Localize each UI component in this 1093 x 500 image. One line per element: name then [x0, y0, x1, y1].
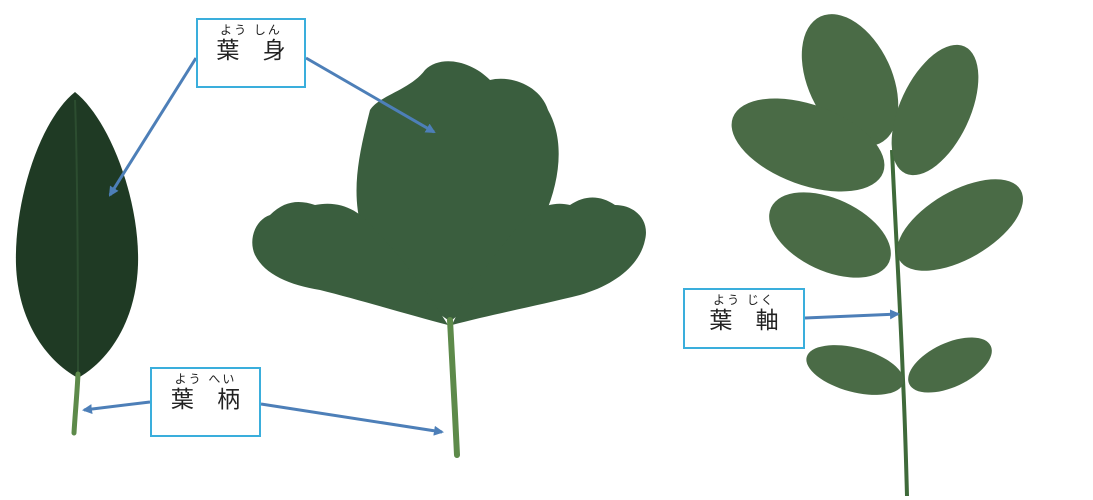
blade-reading: よう しん [198, 24, 304, 37]
arrow-petiole-left [84, 402, 150, 410]
rachis-term: 葉 軸 [685, 307, 803, 335]
arrow-petiole-right [261, 404, 442, 432]
blade-term: 葉 身 [198, 37, 304, 65]
compound-leaflet [900, 326, 1000, 404]
compound-leaflet [756, 175, 904, 295]
compound-leaflet [882, 161, 1037, 290]
petiole-term: 葉 柄 [152, 386, 259, 414]
compound-rachis [892, 150, 907, 496]
elliptic-leaf [16, 92, 138, 433]
pinnate-compound-leaf [719, 0, 1037, 496]
rachis-reading: よう じく [685, 294, 803, 307]
blade-label: よう しん 葉 身 [196, 18, 306, 88]
arrow-blade-left [110, 58, 196, 195]
arrow-rachis [805, 314, 898, 318]
petiole-label: よう へい 葉 柄 [150, 367, 261, 437]
elliptic-leaf-petiole [74, 374, 78, 433]
petiole-reading: よう へい [152, 373, 259, 386]
ternate-leaf-petiole [450, 320, 457, 455]
compound-leaflet [801, 336, 909, 404]
rachis-label: よう じく 葉 軸 [683, 288, 805, 349]
ternate-leaf [252, 61, 646, 455]
